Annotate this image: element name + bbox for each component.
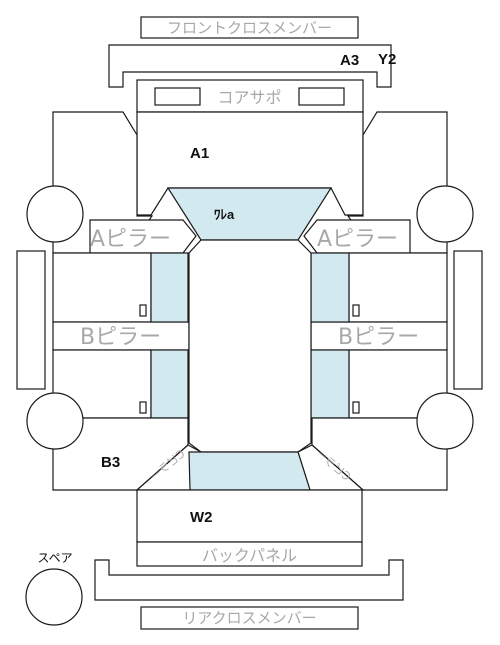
code-w2: W2 xyxy=(190,509,213,526)
back-panel-label: バックパネル xyxy=(202,546,297,565)
door-handle-rear-left[interactable] xyxy=(139,401,147,414)
code-a1: A1 xyxy=(190,145,209,162)
window-rear-left[interactable] xyxy=(150,349,189,419)
wheel-front-left[interactable] xyxy=(26,185,84,243)
rear-window[interactable] xyxy=(188,451,311,491)
code-b3: B3 xyxy=(101,454,120,471)
wheel-front-right[interactable] xyxy=(416,185,474,243)
door-front-right[interactable] xyxy=(348,252,448,323)
headlight-left[interactable] xyxy=(154,87,201,106)
door-handle-rear-right[interactable] xyxy=(352,401,360,414)
b-pillar-left-label: Bピラー xyxy=(80,325,161,350)
window-front-right[interactable] xyxy=(310,252,350,323)
window-rear-right[interactable] xyxy=(310,349,350,419)
window-front-left[interactable] xyxy=(150,252,189,323)
a-pillar-right[interactable] xyxy=(303,219,411,254)
roof[interactable] xyxy=(188,239,312,453)
door-handle-front-left[interactable] xyxy=(139,304,147,317)
headlight-right[interactable] xyxy=(298,87,345,106)
front-cross-member-label: フロントクロスメンバー xyxy=(167,19,332,37)
wheel-rear-right[interactable] xyxy=(416,392,474,450)
code-y2: Y2 xyxy=(378,51,396,68)
back-panel[interactable] xyxy=(136,541,363,567)
door-handle-front-right[interactable] xyxy=(352,304,360,317)
front-bumper[interactable] xyxy=(108,44,392,88)
spare-label: スペア xyxy=(37,551,72,565)
a-pillar-left-label: Aピラー xyxy=(90,227,171,252)
core-support-label: コアサポ xyxy=(217,88,281,107)
door-front-left[interactable] xyxy=(52,252,152,323)
a-pillar-right-label: Aピラー xyxy=(317,227,398,252)
code-a3: A3 xyxy=(340,52,359,69)
rear-cross-member[interactable] xyxy=(140,606,359,630)
rear-cross-member-label: リアクロスメンバー xyxy=(182,609,316,627)
a-pillar-left[interactable] xyxy=(89,219,197,254)
spare-tire[interactable] xyxy=(25,568,83,626)
windshield-label: ﾜﾚa xyxy=(214,207,235,222)
side-sill-right[interactable] xyxy=(453,250,483,390)
b-pillar-right-label: Bピラー xyxy=(338,325,419,350)
side-sill-left[interactable] xyxy=(16,250,46,390)
trunk[interactable] xyxy=(136,489,363,543)
rear-bumper[interactable] xyxy=(94,559,404,601)
wheel-rear-left[interactable] xyxy=(26,392,84,450)
front-cross-member[interactable] xyxy=(140,16,359,39)
